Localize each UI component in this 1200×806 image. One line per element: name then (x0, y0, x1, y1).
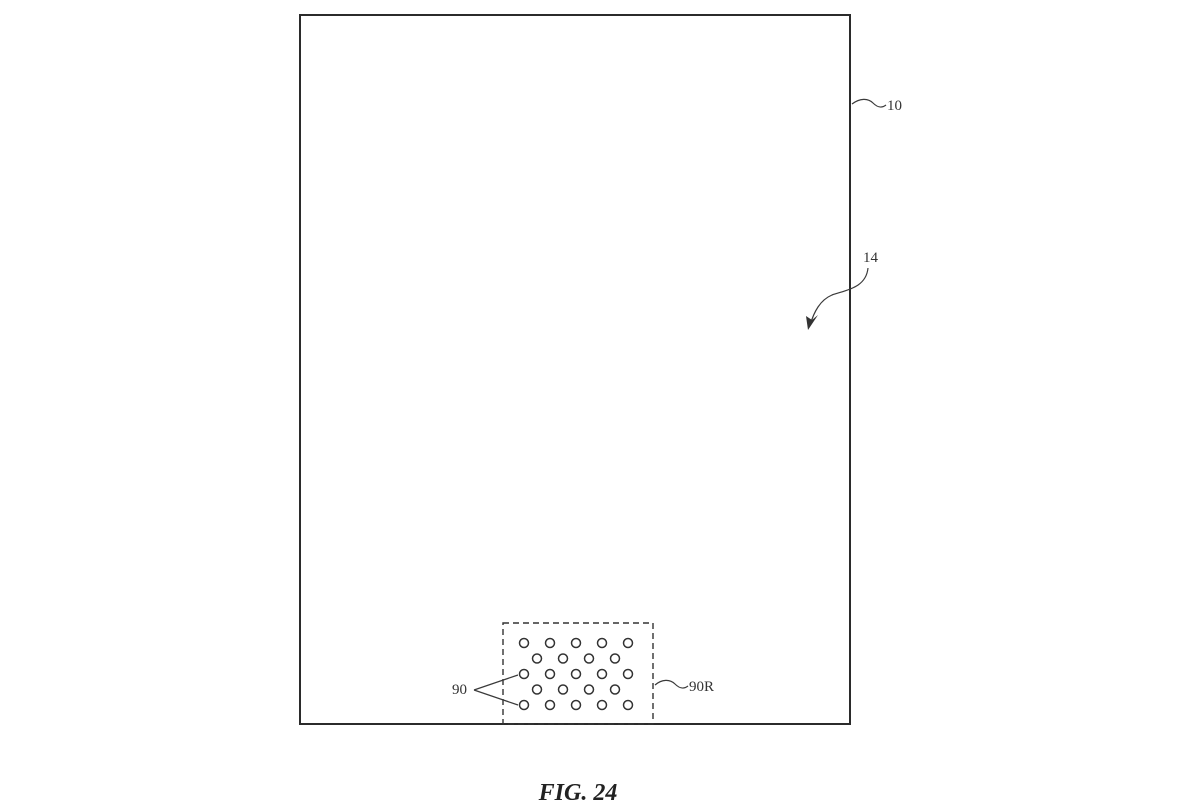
opening-hole (583, 684, 595, 695)
region-reference-label: 90R (689, 679, 714, 695)
opening-hole (609, 684, 621, 695)
opening-hole (622, 668, 634, 680)
opening-hole (518, 637, 530, 649)
figure-caption: FIG. 24 (538, 780, 618, 806)
opening-hole (557, 684, 569, 695)
opening-hole (596, 699, 608, 711)
display-arrow-line (809, 267, 869, 326)
opening-hole (596, 637, 608, 649)
opening-hole (596, 668, 608, 680)
opening-hole (570, 637, 582, 649)
device-reference-label: 10 (887, 98, 902, 114)
opening-hole (544, 668, 556, 680)
opening-hole (518, 699, 530, 711)
openings-reference-label: 90 (452, 682, 467, 698)
device-leader-line (851, 98, 887, 108)
opening-hole (570, 699, 582, 711)
display-reference-label: 14 (863, 250, 879, 266)
opening-region-outline (502, 622, 654, 725)
openings-leader-lower (473, 689, 519, 706)
opening-hole (518, 668, 530, 680)
opening-hole (622, 699, 634, 711)
openings-grid (518, 637, 634, 711)
opening-hole (622, 637, 634, 649)
opening-hole (544, 699, 556, 711)
device-outline (299, 14, 851, 725)
display-arrow-head (806, 315, 818, 330)
opening-hole (570, 668, 582, 680)
opening-hole (557, 653, 569, 664)
opening-hole (531, 653, 543, 664)
openings-leader-upper (473, 674, 519, 691)
region-leader-line (654, 679, 689, 689)
opening-hole (609, 653, 621, 664)
opening-hole (544, 637, 556, 649)
opening-hole (583, 653, 595, 664)
opening-hole (531, 684, 543, 695)
